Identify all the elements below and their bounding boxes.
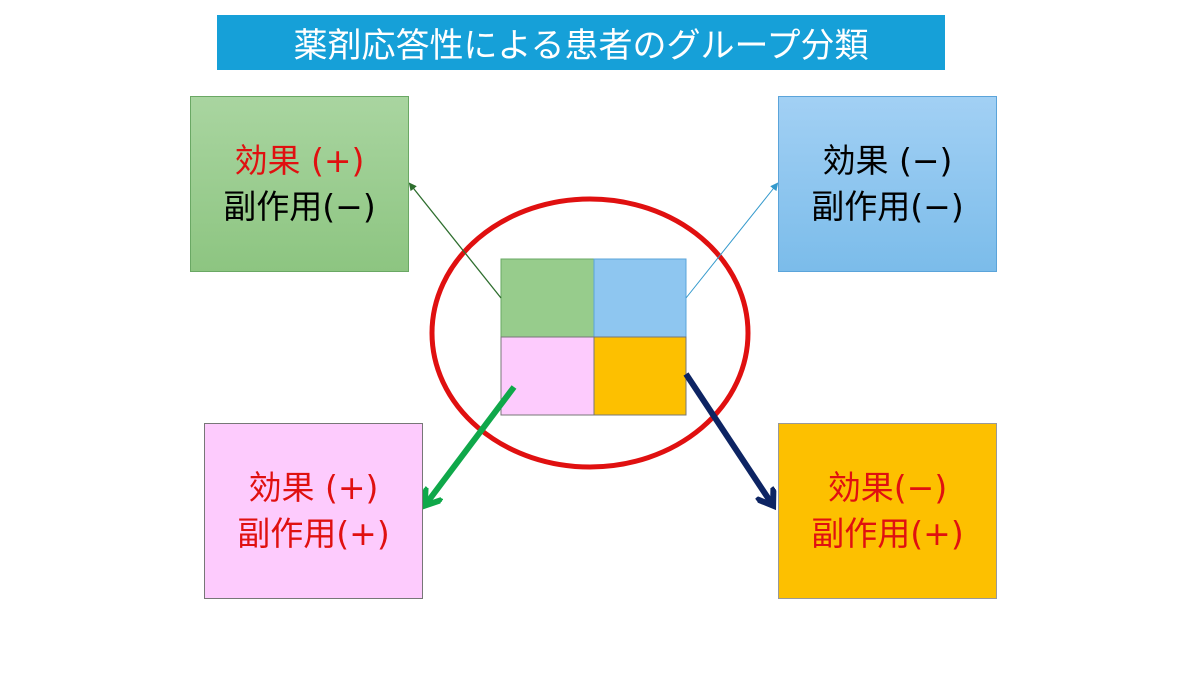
diagram-title: 薬剤応答性による患者のグループ分類 (217, 15, 945, 70)
group-box-effect-neg-side-neg: 効果 (−) 副作用(−) (778, 96, 997, 272)
side-effect-label: 副作用(+) (237, 514, 390, 553)
quadrant-blue (593, 258, 687, 338)
arrow-to-orange (683, 372, 772, 504)
effect-label: 効果(−) (827, 468, 948, 507)
effect-label: 効果 (+) (234, 141, 365, 180)
quadrant-green (500, 258, 595, 338)
arrow-to-green (408, 182, 502, 299)
effect-label: 効果 (−) (822, 141, 953, 180)
arrow-to-pink (426, 385, 517, 504)
quadrant-pink (500, 336, 595, 416)
side-effect-label: 副作用(−) (223, 187, 376, 226)
arrow-to-blue (685, 182, 779, 299)
group-box-effect-pos-side-neg: 効果 (+) 副作用(−) (190, 96, 409, 272)
group-box-effect-pos-side-pos: 効果 (+) 副作用(+) (204, 423, 423, 599)
effect-label: 効果 (+) (248, 468, 379, 507)
quadrant-orange (593, 336, 687, 416)
group-box-effect-neg-side-pos: 効果(−) 副作用(+) (778, 423, 997, 599)
highlight-ellipse (429, 196, 751, 470)
side-effect-label: 副作用(−) (811, 187, 964, 226)
side-effect-label: 副作用(+) (811, 514, 964, 553)
